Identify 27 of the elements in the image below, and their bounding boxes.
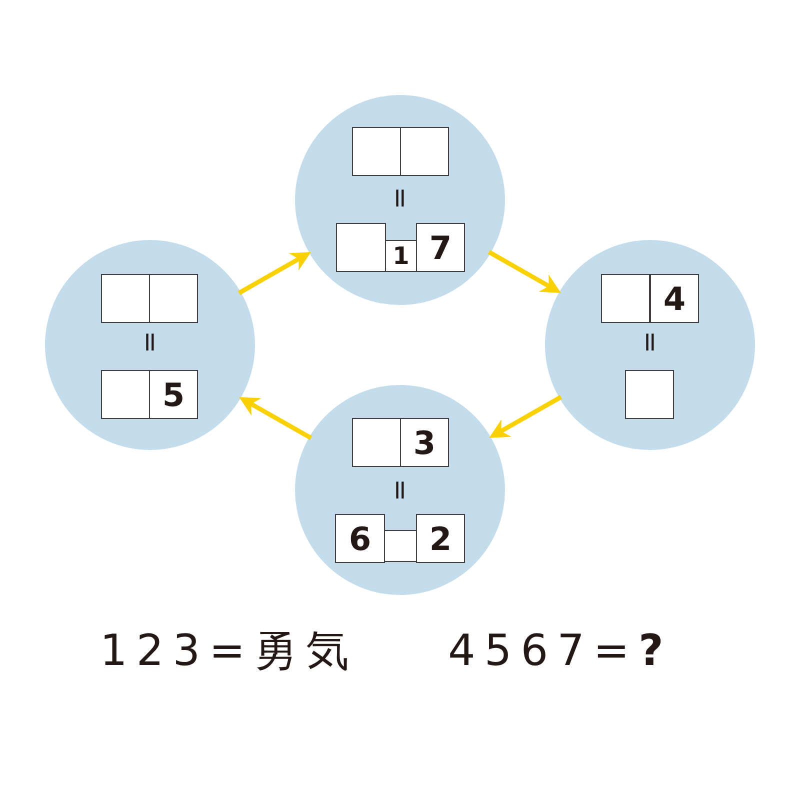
- arrow: [489, 395, 562, 438]
- numbered-box: 1: [385, 240, 417, 272]
- arrow: [488, 250, 561, 293]
- equals-sign: =: [136, 330, 164, 354]
- answer-box: [384, 530, 417, 562]
- answer-box: [149, 274, 198, 323]
- numbered-box: 2: [416, 514, 465, 563]
- answer-box: [101, 370, 150, 419]
- answer-box: [625, 370, 674, 419]
- answer-box: [601, 274, 650, 323]
- arrow: [238, 252, 311, 295]
- equals-sign: =: [386, 478, 414, 502]
- numbered-box: 4: [650, 274, 699, 323]
- equation-text: 4567=?: [448, 628, 672, 676]
- equals-sign: =: [636, 330, 664, 354]
- answer-box: [336, 223, 386, 272]
- equals-sign: =: [386, 186, 414, 210]
- answer-box: [352, 418, 401, 467]
- arrow: [239, 397, 312, 440]
- equation-text: 123=勇気: [100, 628, 358, 676]
- answer-box: [400, 127, 449, 176]
- numbered-box: 5: [149, 370, 198, 419]
- answer-box: [352, 127, 401, 176]
- numbered-box: 7: [416, 223, 465, 272]
- numbered-box: 6: [335, 514, 385, 563]
- answer-box: [101, 274, 150, 323]
- numbered-box: 3: [400, 418, 449, 467]
